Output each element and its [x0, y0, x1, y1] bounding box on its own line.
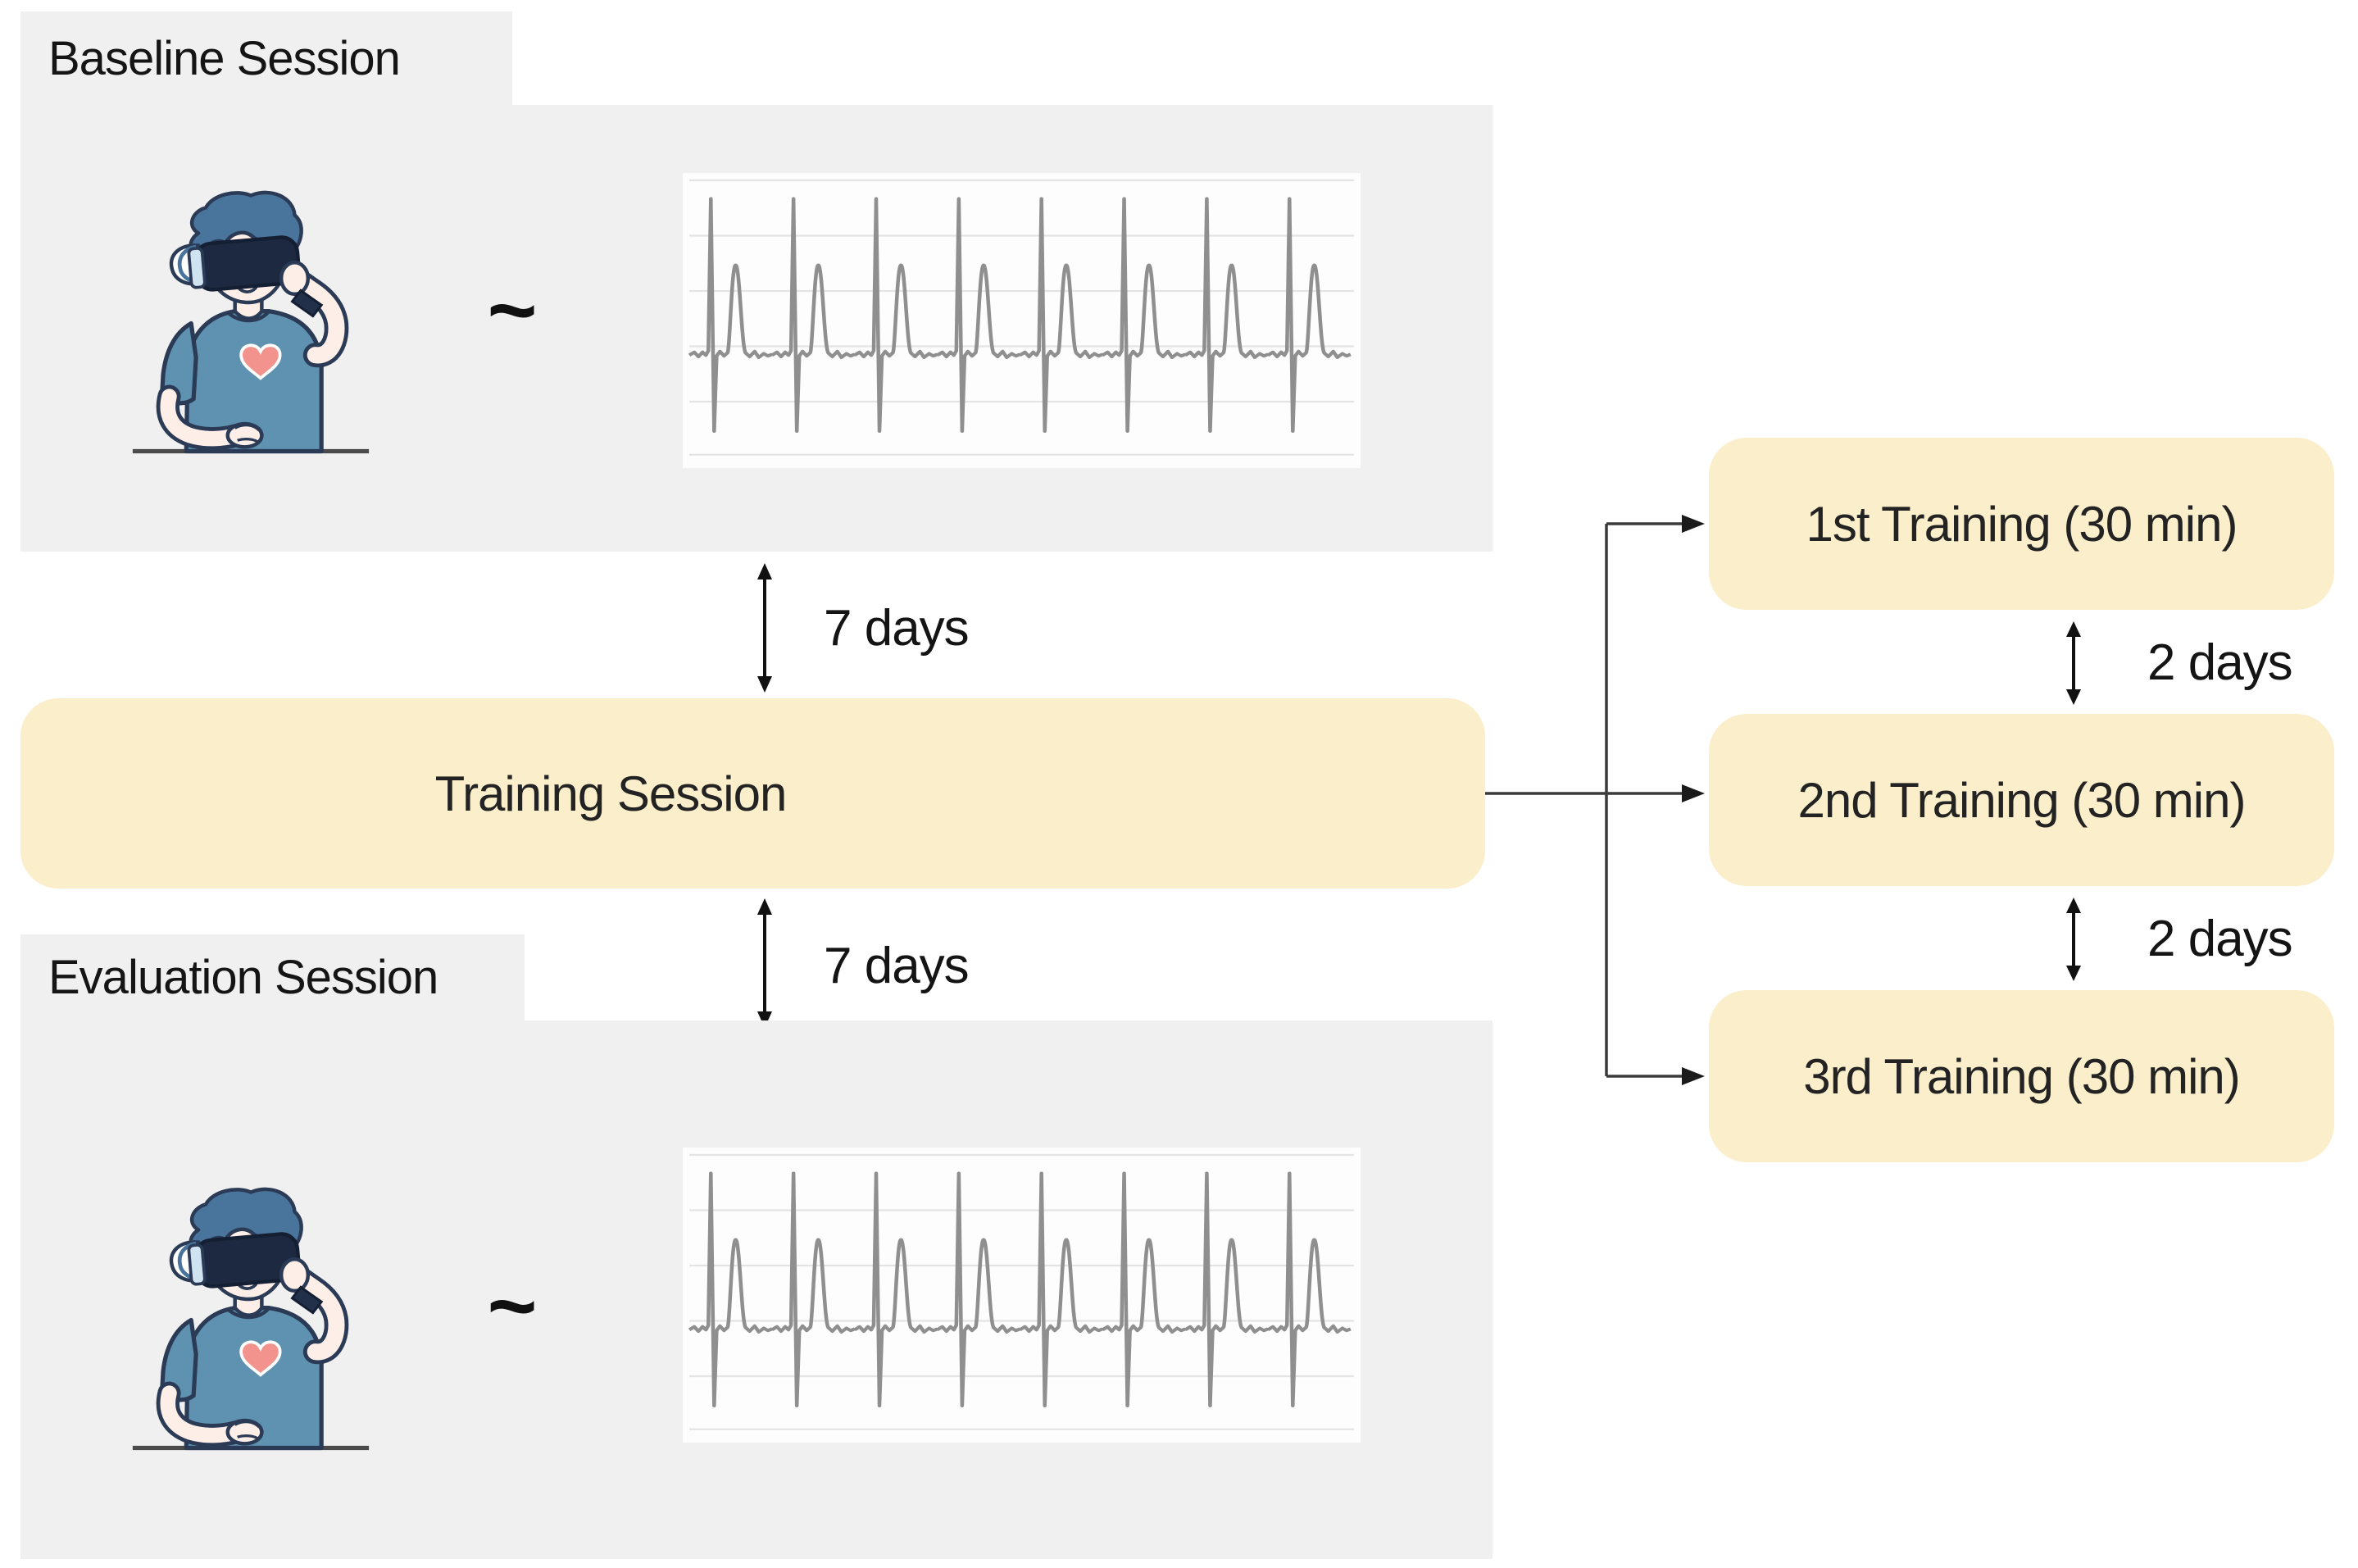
vr-user-illustration-baseline — [132, 190, 370, 454]
tilde-symbol-baseline: ~ — [487, 262, 538, 358]
interval-label-2days-bottom: 2 days — [2147, 910, 2293, 967]
ecg-chart-baseline — [683, 173, 1361, 468]
vr-user-icon — [132, 1187, 370, 1451]
ecg-chart-evaluation — [683, 1148, 1361, 1443]
training-3-label: 3rd Training (30 min) — [1803, 1048, 2241, 1104]
training-2-box: 2nd Training (30 min) — [1709, 714, 2334, 886]
evaluation-session-label-box: Evaluation Session — [20, 934, 525, 1020]
ecg-gridlines — [689, 179, 1354, 456]
interval-arrow-training1-training2 — [2066, 621, 2081, 705]
training-session-box: Training Session — [20, 698, 1485, 889]
interval-label-7days-bottom: 7 days — [824, 937, 970, 994]
training-2-label: 2nd Training (30 min) — [1797, 772, 2247, 828]
baseline-session-label: Baseline Session — [48, 31, 401, 85]
interval-arrow-baseline-training — [757, 563, 772, 693]
interval-arrow-training-evaluation — [757, 898, 772, 1028]
vr-user-illustration-evaluation — [132, 1187, 370, 1451]
evaluation-session-label: Evaluation Session — [48, 951, 438, 1004]
training-1-box: 1st Training (30 min) — [1709, 438, 2334, 610]
tilde-symbol-evaluation: ~ — [487, 1258, 538, 1354]
interval-label-2days-top: 2 days — [2147, 634, 2293, 691]
interval-arrow-training2-training3 — [2066, 898, 2081, 981]
ecg-waveform-icon — [683, 1153, 1354, 1430]
ecg-gridlines — [689, 1153, 1354, 1430]
training-3-box: 3rd Training (30 min) — [1709, 990, 2334, 1162]
arrowheads — [1682, 515, 1705, 1085]
baseline-session-label-box: Baseline Session — [20, 11, 512, 105]
training-1-label: 1st Training (30 min) — [1806, 496, 2238, 552]
branch-connector-lines — [1485, 515, 1705, 1085]
vr-user-icon — [132, 190, 370, 454]
ecg-waveform-icon — [683, 179, 1354, 456]
interval-label-7days-top: 7 days — [824, 599, 970, 657]
training-session-label: Training Session — [434, 766, 788, 821]
